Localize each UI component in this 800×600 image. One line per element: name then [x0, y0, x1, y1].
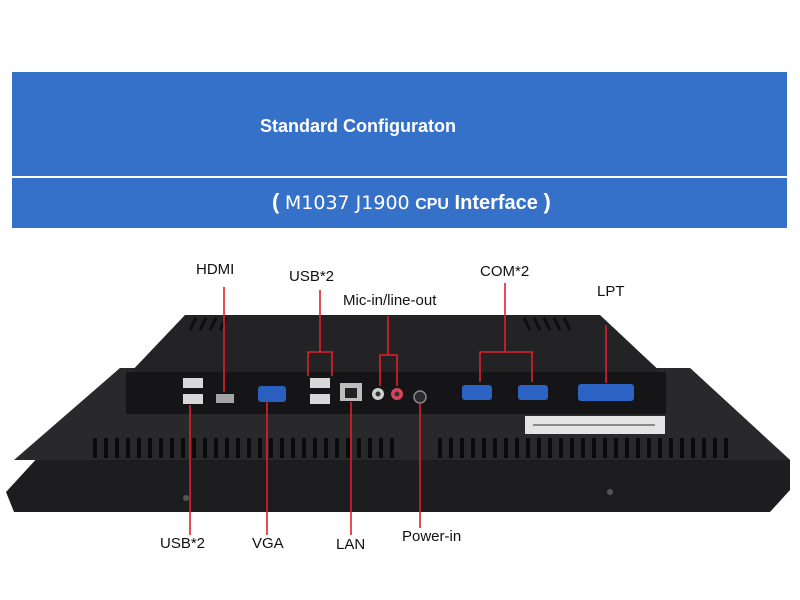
- com-port-2: [518, 385, 548, 400]
- banner-title: Standard Configuraton: [260, 116, 456, 136]
- label-hdmi: HDMI: [196, 261, 235, 278]
- callout-lines: [189, 283, 607, 535]
- label-lpt: LPT: [597, 283, 625, 300]
- housing-vents: [188, 317, 572, 331]
- com-port-1: [462, 385, 492, 400]
- housing-top: [128, 315, 664, 375]
- vga-port: [258, 386, 286, 402]
- label-usb-top: USB*2: [289, 268, 335, 285]
- subtitle-cpu: CPU: [415, 196, 449, 213]
- label-lan: LAN: [336, 536, 366, 553]
- body-vents: [93, 438, 728, 458]
- subtitle-interface: Interface: [454, 192, 538, 214]
- banner-bottom: [12, 178, 787, 228]
- lpt-port: [578, 384, 634, 401]
- label-power-in: Power-in: [402, 528, 462, 545]
- subtitle-close-paren: ): [543, 189, 551, 214]
- banner-top: [12, 72, 787, 176]
- hdmi-port: [216, 394, 234, 403]
- subtitle-open-paren: (: [272, 189, 280, 214]
- label-usb-bottom: USB*2: [160, 535, 206, 552]
- label-mic-line-out: Mic-in/line-out: [343, 292, 437, 309]
- banner-subtitle: ( M1037 J1900 CPU Interface ): [272, 189, 551, 215]
- subtitle-models: M1037 J1900: [284, 192, 410, 214]
- usb-port-left: [183, 378, 203, 404]
- power-in-jack: [413, 390, 427, 404]
- label-vga: VGA: [252, 535, 284, 552]
- label-com: COM*2: [480, 263, 530, 280]
- usb-port-right: [310, 378, 330, 404]
